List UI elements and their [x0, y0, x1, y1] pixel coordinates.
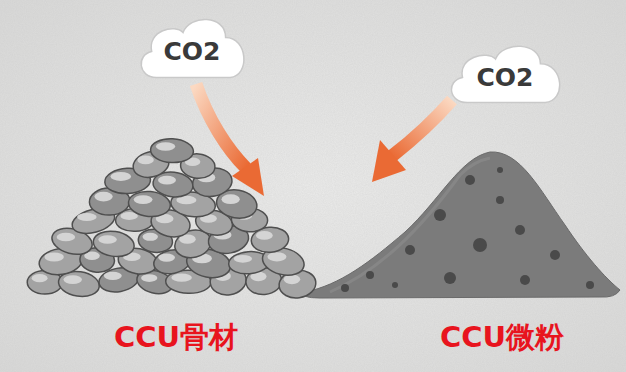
stone-highlight	[111, 172, 132, 181]
stone-highlight	[94, 192, 112, 202]
stone-highlight	[77, 213, 97, 221]
stone-highlight	[32, 274, 48, 282]
powder-dot	[366, 271, 374, 279]
aggregate-stone	[92, 228, 136, 259]
powder-dot	[444, 272, 456, 284]
powder-dot	[496, 196, 504, 204]
stone-highlight	[256, 231, 273, 240]
powder-dot	[515, 225, 525, 235]
stone-highlight	[44, 252, 63, 261]
stone-highlight	[156, 142, 175, 150]
co2-cloud: CO2	[136, 13, 248, 83]
stone-highlight	[234, 255, 252, 263]
stone-highlight	[104, 272, 122, 280]
co2-cloud: CO2	[446, 40, 564, 108]
powder-dots	[341, 167, 594, 292]
stone-highlight	[134, 195, 153, 204]
powder-dot	[473, 238, 487, 252]
powder-dot	[550, 250, 560, 260]
stone-highlight	[137, 156, 153, 165]
powder-dot	[497, 167, 503, 173]
aggregate-stone	[150, 138, 194, 164]
co2-text: CO2	[164, 37, 221, 66]
stone-highlight	[158, 253, 175, 261]
aggregate-pile	[27, 138, 317, 301]
stone-highlight	[143, 233, 158, 241]
stone-highlight	[171, 274, 191, 282]
material-label: CCU骨材	[114, 318, 238, 358]
powder-heap	[304, 152, 620, 298]
stone-highlight	[98, 235, 116, 244]
powder-dot	[520, 275, 530, 285]
co2-arrow	[372, 100, 452, 182]
powder-dot	[434, 209, 446, 221]
stone-highlight	[57, 233, 75, 242]
powder-dot	[465, 175, 475, 185]
stone-highlight	[158, 176, 176, 185]
stone-highlight	[267, 252, 286, 261]
powder-dot	[405, 245, 415, 255]
stone-highlight	[141, 274, 157, 282]
stone-highlight	[284, 275, 301, 285]
co2-text: CO2	[477, 63, 534, 92]
powder-dot	[586, 281, 594, 289]
powder-dot	[392, 282, 398, 288]
material-label: CCU微粉	[440, 318, 564, 358]
stone-highlight	[63, 275, 81, 284]
stone-highlight	[222, 194, 240, 204]
powder-dot	[341, 284, 349, 292]
co2-arrow	[196, 84, 264, 196]
